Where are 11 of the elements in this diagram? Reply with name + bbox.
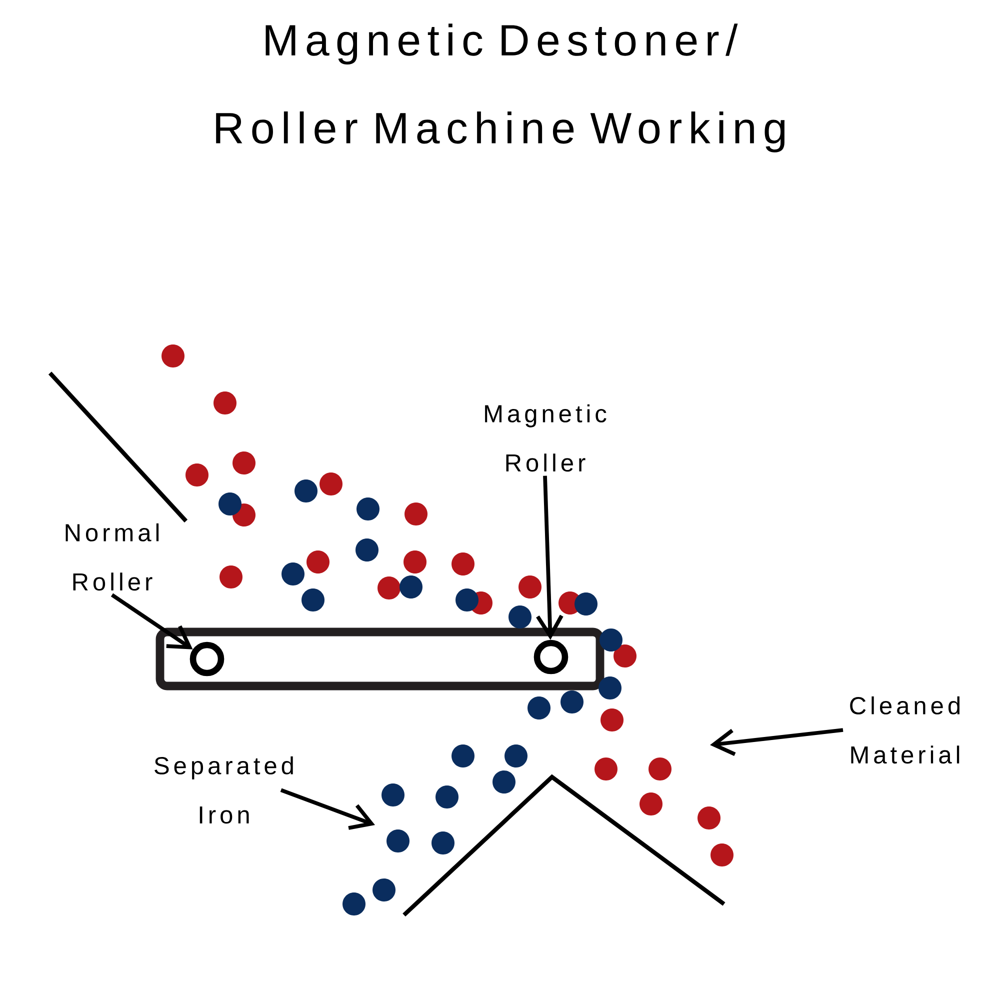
callout-label: Magnetic Roller [485, 404, 606, 472]
leader-arrow [110, 593, 193, 650]
callout-label: Cleaned Material [850, 696, 960, 764]
title: Magnetic Destoner/ Roller Machine Working [216, 24, 785, 152]
callout-label: Normal Roller [66, 523, 159, 591]
leader-arrow [280, 788, 375, 830]
leader-arrow [710, 728, 844, 756]
roller [190, 642, 224, 676]
roller [534, 640, 568, 674]
leader-arrow [536, 476, 564, 640]
callout-label: Separated Iron [154, 756, 293, 824]
